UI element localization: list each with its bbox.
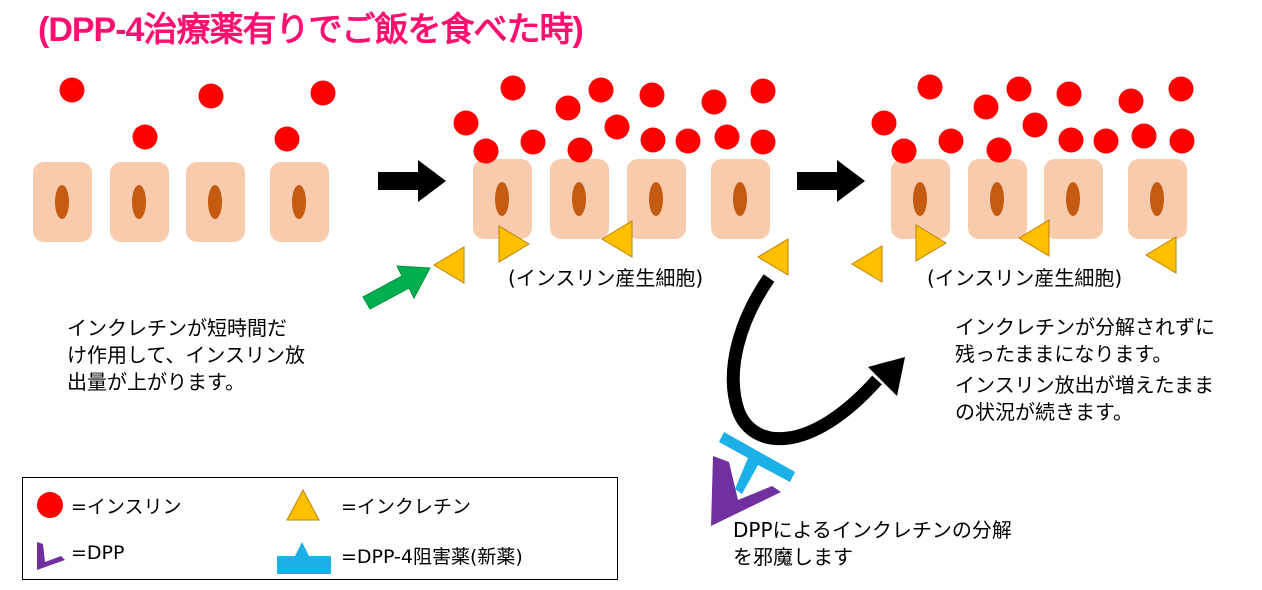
incretin-triangle (433, 246, 465, 284)
step-arrow-1 (378, 160, 446, 202)
legend-inhibitor-label: =DPP-4阻害薬(新薬) (341, 546, 523, 568)
right-note-line: インスリン放出が増えたまま (955, 373, 1214, 397)
incretin-triangle (757, 238, 789, 276)
insulin-dot (274, 126, 300, 152)
curved-arrow (726, 274, 882, 446)
insulin-dot (750, 129, 776, 155)
insulin-dot (917, 74, 943, 100)
cell-nucleus (208, 185, 222, 219)
insulin-dot (453, 110, 479, 136)
dpp-note-line: DPPによるインクレチンの分解 (733, 518, 1012, 542)
cell-label-panel-2: (インスリン産生細胞) (508, 266, 704, 290)
inhibitor-shape (719, 432, 795, 494)
insulin-dot (1118, 88, 1144, 114)
incretin-layer (433, 219, 1177, 284)
legend-dpp-label: =DPP (71, 542, 125, 564)
insulin-dot (473, 138, 499, 164)
incretin-triangle (1145, 236, 1177, 274)
legend-inhibitor-icon (277, 542, 331, 574)
incretin-triangle (601, 220, 633, 258)
incretin-triangle (851, 245, 883, 283)
insulin-dot (714, 124, 740, 150)
insulin-dot (1168, 76, 1194, 102)
insulin-dot (1006, 76, 1032, 102)
insulin-dot (604, 114, 630, 140)
legend-insulin-label: =インスリン (71, 496, 182, 518)
legend-dpp-icon (37, 542, 65, 570)
incretin-triangle (915, 224, 947, 262)
cell-label-panel-3: (インスリン産生細胞) (927, 266, 1123, 290)
insulin-dot (588, 77, 614, 103)
left-note: インクレチンが短時間だ け作用して、インスリン放 出量が上がります。 (67, 315, 305, 396)
insulin-dot (750, 78, 776, 104)
insulin-dot (891, 138, 917, 164)
curved-arrow-head (868, 357, 905, 396)
cells-layer (33, 159, 1187, 242)
insulin-dot (555, 95, 581, 121)
insulin-dot (938, 128, 964, 154)
insulin-dot (1169, 128, 1195, 154)
insulin-dot (1022, 112, 1048, 138)
cell-nucleus (55, 185, 69, 219)
legend-box: =インスリン =インクレチン =DPP =DPP-4阻害薬(新薬) (22, 477, 618, 580)
insulin-dot (310, 80, 336, 106)
insulin-dot (675, 128, 701, 154)
insulin-dot (500, 75, 526, 101)
insulin-dot (1093, 128, 1119, 154)
left-note-line: インクレチンが短時間だ (67, 316, 287, 340)
insulin-dot (1131, 123, 1157, 149)
insulin-dot (639, 82, 665, 108)
insulin-layer (59, 74, 1195, 164)
cell-nucleus (990, 182, 1004, 216)
insulin-dot (567, 137, 593, 163)
left-note-line: け作用して、インスリン放 (67, 343, 305, 367)
cell-nucleus (572, 182, 586, 216)
insulin-dot (640, 127, 666, 153)
cell-nucleus (132, 185, 146, 219)
cell-nucleus (1066, 182, 1080, 216)
right-note-line: インクレチンが分解されずに (955, 315, 1215, 339)
cell-nucleus (1150, 182, 1164, 216)
cell-nucleus (649, 182, 663, 216)
insulin-dot (132, 124, 158, 150)
cell-nucleus (495, 182, 509, 216)
incretin-triangle (1018, 219, 1050, 257)
insulin-dot (520, 129, 546, 155)
dpp-note-line: を邪魔します (733, 545, 853, 569)
insulin-dot (871, 110, 897, 136)
insulin-dot (701, 89, 727, 115)
insulin-dot (59, 77, 85, 103)
right-note-line: 残ったままになります。 (955, 342, 1173, 366)
dpp-note: DPPによるインクレチンの分解 を邪魔します (733, 517, 1012, 571)
cell-nucleus (292, 185, 306, 219)
legend-incretin-icon (286, 488, 320, 521)
insulin-dot (986, 137, 1012, 163)
insulin-dot (1056, 81, 1082, 107)
insulin-dot (973, 94, 999, 120)
left-note-line: 出量が上がります。 (67, 370, 245, 394)
cell-nucleus (913, 182, 927, 216)
dpp-inhibitor-illustration (711, 432, 795, 526)
step-arrow-2 (797, 160, 865, 202)
legend-incretin-label: =インクレチン (341, 496, 471, 518)
cell-nucleus (733, 182, 747, 216)
dpp-shape (711, 456, 781, 526)
page-title: (DPP-4治療薬有りでご飯を食べた時) (38, 11, 584, 49)
green-arrow (362, 265, 431, 310)
incretin-triangle (498, 225, 530, 263)
right-note: インクレチンが分解されずに 残ったままになります。 インスリン放出が増えたまま … (955, 314, 1215, 426)
legend-insulin-icon (37, 492, 63, 518)
right-note-line: の状況が続きます。 (955, 400, 1133, 424)
insulin-dot (198, 83, 224, 109)
insulin-dot (1058, 127, 1084, 153)
